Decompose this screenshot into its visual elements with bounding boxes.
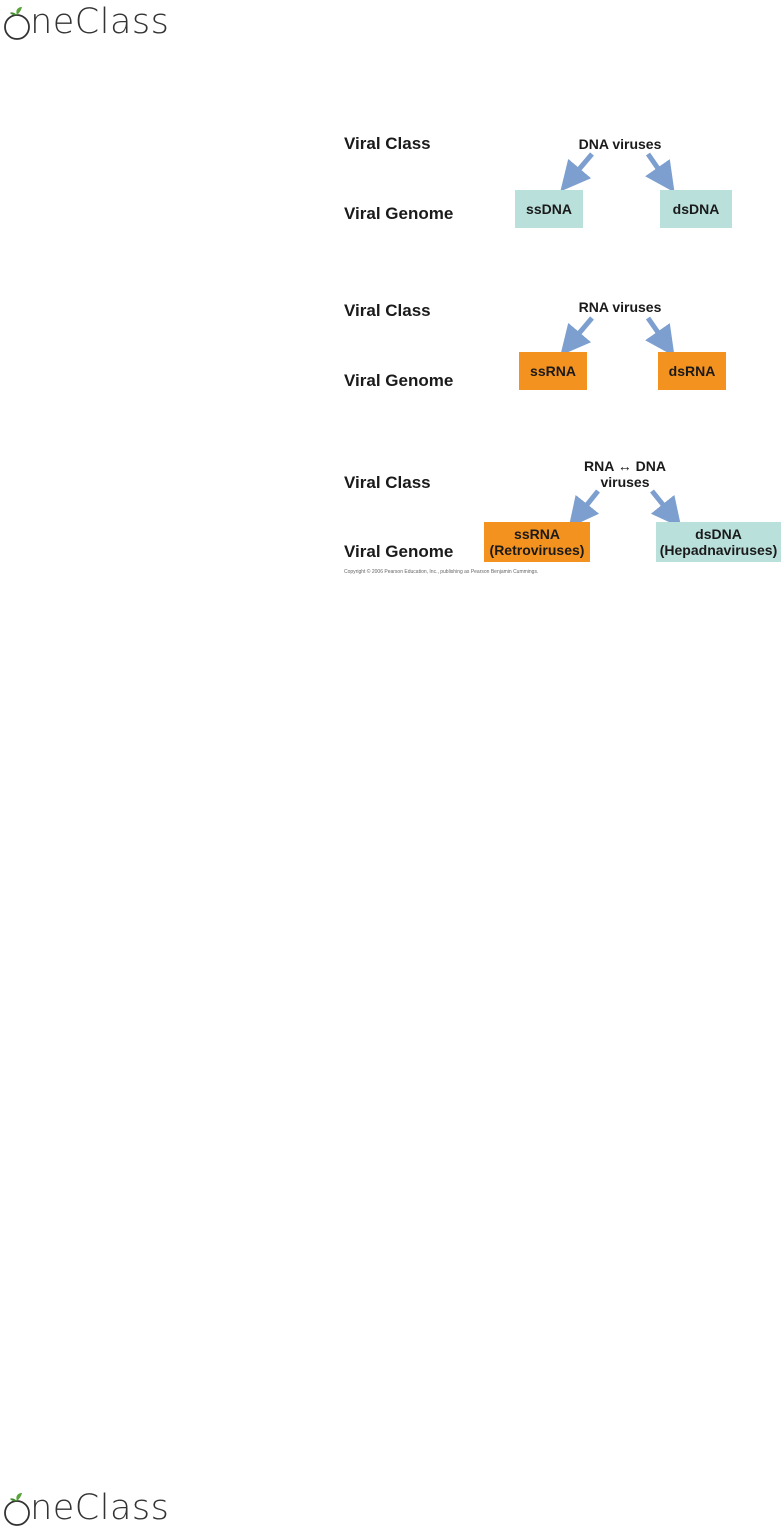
row3-right-box-text: dsDNA — [695, 526, 742, 542]
viral-classification-figure: Viral Class Viral Genome DNA viruses ssD… — [330, 120, 784, 580]
arrow-right-row1 — [648, 154, 666, 180]
row3-left-box-text: ssRNA — [514, 526, 560, 542]
arrows-layer — [330, 120, 784, 580]
arrow-right-row3 — [652, 491, 672, 516]
row3-left-box-subtext: (Retroviruses) — [490, 542, 585, 558]
row1-right-box: dsDNA — [660, 190, 732, 228]
row2-left-box: ssRNA — [519, 352, 587, 390]
arrow-left-row1 — [570, 154, 592, 180]
row3-right-box: dsDNA (Hepadnaviruses) — [656, 522, 781, 562]
row2-class-label: Viral Class — [344, 301, 431, 321]
oneclass-logo-icon — [2, 4, 42, 44]
row3-left-box: ssRNA (Retroviruses) — [484, 522, 590, 562]
row2-class-title: RNA viruses — [560, 299, 680, 315]
oneclass-logo-icon — [2, 1490, 42, 1530]
row2-right-box: dsRNA — [658, 352, 726, 390]
row3-class-title: RNA ↔ DNA viruses — [565, 458, 685, 490]
arrow-left-row2 — [570, 318, 592, 344]
arrow-left-row3 — [578, 491, 598, 516]
oneclass-logo-bottom: OneClass — [2, 1490, 169, 1526]
row3-class-label: Viral Class — [344, 473, 431, 493]
row1-left-box: ssDNA — [515, 190, 583, 228]
row1-class-title: DNA viruses — [560, 136, 680, 152]
arrow-right-row2 — [648, 318, 666, 344]
row3-class-title-line2: viruses — [565, 474, 685, 490]
row3-right-box-subtext: (Hepadnaviruses) — [660, 542, 777, 558]
figure-copyright: Copyright © 2006 Pearson Education, Inc.… — [344, 569, 538, 575]
row3-class-title-line1: RNA ↔ DNA — [565, 458, 685, 474]
row3-genome-label: Viral Genome — [344, 542, 453, 562]
row1-genome-label: Viral Genome — [344, 204, 453, 224]
oneclass-logo-top: OneClass — [2, 4, 169, 40]
row2-genome-label: Viral Genome — [344, 371, 453, 391]
row1-class-label: Viral Class — [344, 134, 431, 154]
